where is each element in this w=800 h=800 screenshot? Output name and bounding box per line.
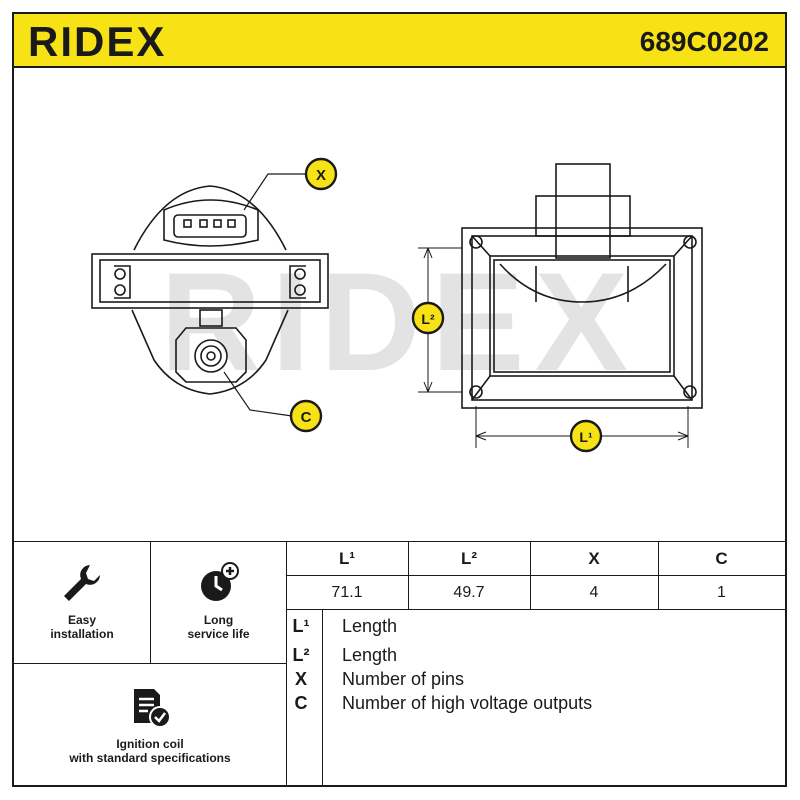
feature-label: Easy installation [50,613,114,641]
clock-plus-icon [200,562,239,601]
divider [286,609,785,610]
callout-l1-label: L¹ [579,429,593,445]
feature-label: Ignition coil with standard specificatio… [69,737,231,765]
legend-text-l1: Length [342,616,398,636]
legend-text-c: Number of high voltage outputs [342,693,593,713]
feature-easy-installation: Easy installation [14,561,150,641]
divider [658,541,659,609]
callout-x: X [304,157,338,191]
info-section: Easy installation Long service life Igni… [14,541,785,785]
divider [322,609,323,785]
callout-l2: L² [411,301,445,335]
callout-c-label: C [301,409,312,426]
legend-text-x: Number of pins [342,669,465,689]
document-check-icon [134,689,171,728]
watermark-text: RIDEX [160,243,638,400]
feature-label: Long service life [187,613,250,641]
dimension-l2 [418,247,462,393]
legend-key-l1: L¹ [292,616,310,636]
spec-value-c: 1 [717,584,726,601]
legend-key-l2: L² [292,645,310,665]
dimension-l1 [475,406,689,448]
legend-text-l2: Length [342,645,398,665]
feature-standard-specifications: Ignition coil with standard specificatio… [14,685,286,765]
spec-value-l2: 49.7 [453,584,485,601]
x-leader-line [243,173,306,211]
spec-value-l1: 71.1 [331,584,363,601]
divider [286,541,287,785]
legend-key-x: X [294,669,307,689]
part-number: 689C0202 [639,26,769,57]
spec-header-l2: L² [460,549,478,568]
divider [14,663,286,664]
divider [286,575,785,576]
header-bar: RIDEX 689C0202 [12,12,787,68]
legend-key-c: C [294,693,308,713]
brand-logo: RIDEX [28,18,167,65]
spec-header-c: C [715,549,728,568]
feature-long-service-life: Long service life [151,561,286,641]
technical-drawing: RIDEX X C [91,157,703,453]
coil-side-view [461,163,703,409]
c-leader-line [223,371,293,417]
spec-header-x: X [588,549,600,568]
divider [14,541,785,542]
callout-l2-label: L² [421,311,435,327]
spec-header-l1: L¹ [338,549,356,568]
spec-value-x: 4 [589,584,599,601]
divider [150,541,151,663]
callout-x-label: X [316,167,326,184]
divider [530,541,531,609]
callout-c: C [289,399,323,433]
wrench-icon [64,565,100,601]
divider [408,541,409,609]
coil-front-view [91,185,329,395]
callout-l1: L¹ [569,419,603,453]
